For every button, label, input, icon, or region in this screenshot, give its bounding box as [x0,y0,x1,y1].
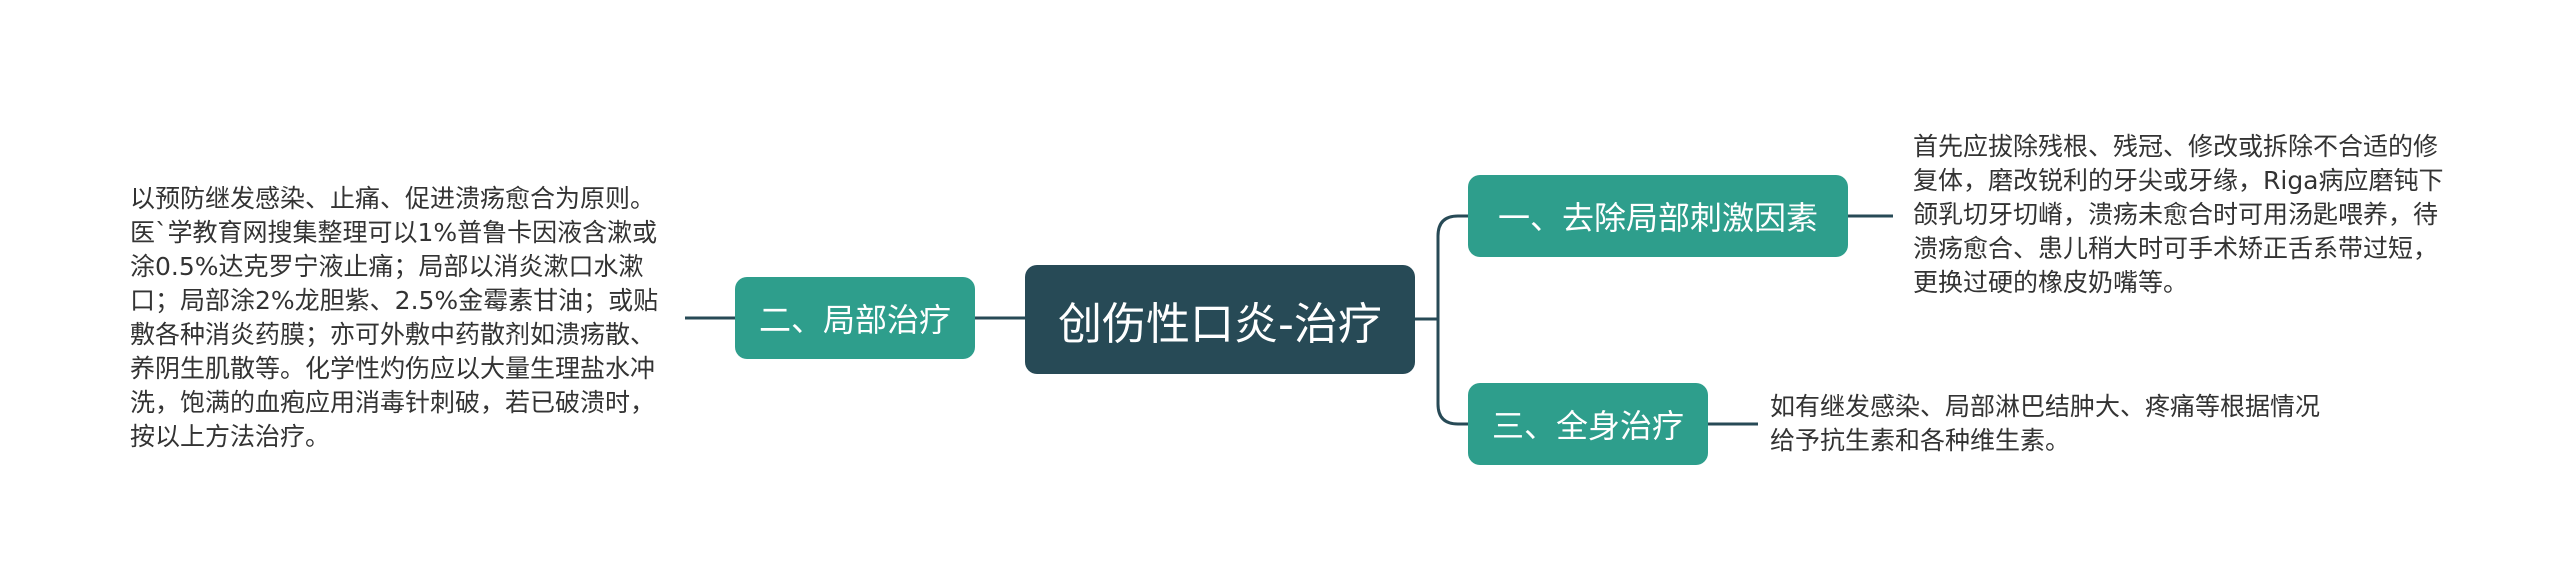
link-root-to-b1 [1415,214,1468,321]
branch-label: 三、全身治疗 [1491,407,1684,445]
branch-label: 二、局部治疗 [758,301,951,339]
branch-local-treatment[interactable]: 二、局部治疗 [735,277,975,359]
branch-label: 一、去除局部刺激因素 [1497,199,1818,237]
branch-systemic-treatment[interactable]: 三、全身治疗 [1468,383,1708,465]
root-topic[interactable]: 创伤性口炎-治疗 [1025,265,1415,374]
detail-systemic-treatment: 如有继发感染、局部淋巴结肿大、疼痛等根据情况给予抗生素和各种维生素。 [1770,392,2321,455]
branch-remove-irritants[interactable]: 一、去除局部刺激因素 [1468,175,1848,257]
detail-local-treatment: 以预防继发感染、止痛、促进溃疡愈合为原则。医`学教育网搜集整理可以1%普鲁卡因液… [130,184,659,451]
link-root-to-b3 [1415,317,1468,426]
detail-remove-irritants: 首先应拔除残根、残冠、修改或拆除不合适的修复体，磨改锐利的牙尖或牙缘，Riga病… [1913,132,2444,297]
root-topic-label: 创伤性口炎-治疗 [1058,298,1382,350]
